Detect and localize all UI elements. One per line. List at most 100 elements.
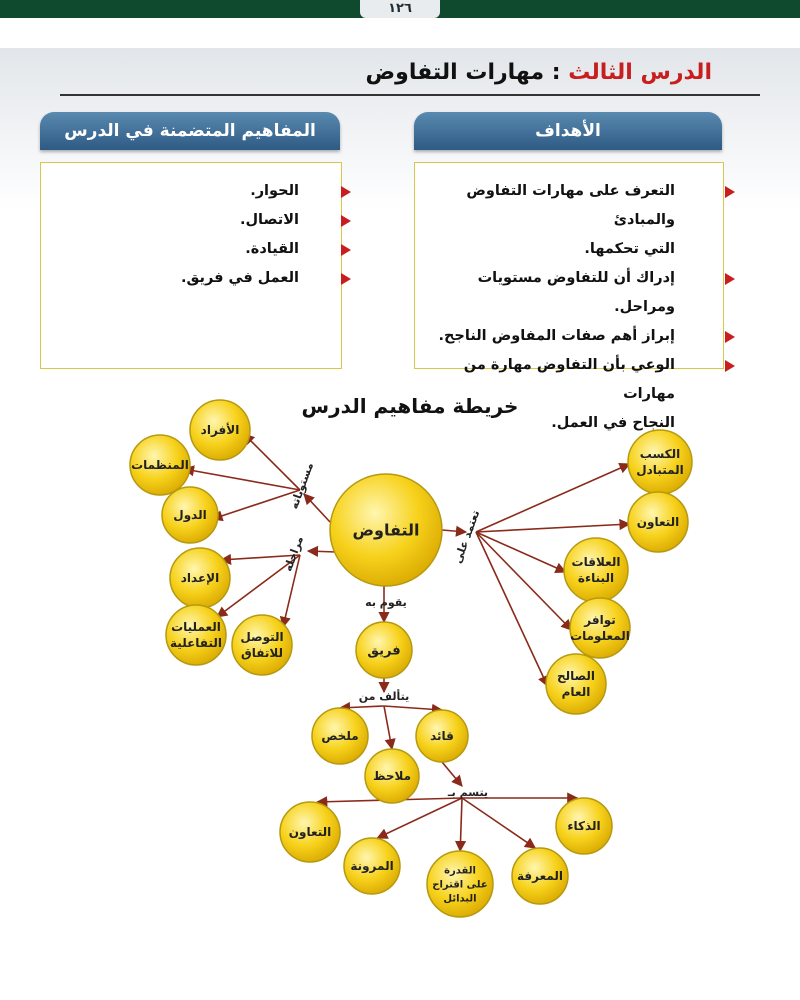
- edge-stage-0: [219, 553, 301, 565]
- node-trait-1-circle: [343, 837, 401, 895]
- edge-level-1: [182, 465, 301, 491]
- node-negotiation-circle: [329, 473, 443, 587]
- node-stage-0: الإعداد: [169, 547, 231, 609]
- red-triangle-icon: [725, 273, 735, 285]
- objective-item: إدراك أن للتفاوض مستويات ومراحل.: [415, 264, 735, 322]
- node-member-0: ملخص: [311, 707, 369, 765]
- concept-item: الحوار.: [41, 177, 351, 206]
- node-member-2: قائد: [415, 709, 469, 763]
- node-level-0: الأفراد: [189, 399, 251, 461]
- edge-member-2: [383, 703, 444, 715]
- node-level-1-text: المنظمات: [131, 458, 189, 472]
- concept-item: العمل في فريق.: [41, 264, 351, 293]
- node-trait-3-circle: [511, 847, 569, 905]
- node-depends-1-circle: [627, 491, 689, 553]
- red-triangle-icon: [341, 273, 351, 285]
- node-negotiation-text: التفاوض: [352, 521, 419, 540]
- node-level-1: المنظمات: [129, 434, 191, 496]
- node-trait-4-circle: [555, 797, 613, 855]
- node-depends-2-circle: [563, 537, 629, 603]
- node-trait-3-text: المعرفة: [517, 869, 563, 883]
- node-team-text: فريق: [367, 644, 400, 659]
- concepts-box: الحوار. الاتصال. القيادة. العمل في فريق.: [40, 162, 351, 369]
- concepts-list: الحوار. الاتصال. القيادة. العمل في فريق.: [41, 163, 351, 293]
- edge-center-levels: [303, 493, 331, 523]
- node-depends-4-circle: [545, 653, 607, 715]
- lesson-prefix: الدرس الثالث: [568, 60, 712, 85]
- edge-center-stages: [306, 545, 337, 557]
- label-consists-of: يتألف من: [359, 689, 410, 703]
- edge-depends-3: [475, 531, 573, 631]
- concept-item: الاتصال.: [41, 206, 351, 235]
- node-level-1-circle: [129, 434, 191, 496]
- edge-depends-4: [475, 531, 549, 688]
- red-triangle-icon: [341, 215, 351, 227]
- node-trait-0-text: التعاون: [289, 825, 332, 840]
- page-number: ١٢٦: [360, 0, 440, 18]
- objectives-tab: الأهداف: [414, 112, 722, 150]
- label-stages: مراحله: [281, 534, 306, 573]
- label-performed-by: يقوم به: [365, 596, 407, 609]
- edge-depends-1: [475, 518, 631, 533]
- concept-map-edges: [182, 433, 631, 853]
- node-level-2-text: الدول: [173, 508, 206, 523]
- edge-depends-2: [475, 531, 567, 574]
- node-trait-2-circle: [426, 850, 494, 918]
- edge-depends-0: [475, 462, 631, 533]
- node-trait-1-text: المرونة: [350, 859, 393, 874]
- red-triangle-icon: [725, 360, 735, 372]
- concept-map-title: خريطة مفاهيم الدرس: [301, 394, 519, 418]
- node-level-2-circle: [161, 486, 219, 544]
- node-trait-0-circle: [279, 801, 341, 863]
- node-stage-0-text: الإعداد: [181, 571, 219, 585]
- node-negotiation: التفاوض: [329, 473, 443, 587]
- edge-trait-1: [376, 797, 463, 839]
- node-team: فريق: [355, 621, 413, 679]
- edge-leader-traits: [441, 761, 463, 787]
- edge-stage-1: [216, 554, 301, 618]
- concepts-tab: المفاهيم المتضمنة في الدرس: [40, 112, 340, 150]
- node-depends-1-text: التعاون: [637, 515, 680, 530]
- node-member-2-text: قائد: [430, 729, 454, 743]
- node-level-2: الدول: [161, 486, 219, 544]
- node-depends-0-circle: [627, 429, 693, 495]
- edge-level-0: [243, 433, 301, 491]
- edge-trait-2: [454, 797, 467, 853]
- edge-trait-3: [461, 797, 537, 849]
- lesson-title: الدرس الثالث : مهارات التفاوض: [366, 60, 712, 85]
- edge-level-2: [211, 489, 301, 522]
- red-triangle-icon: [341, 244, 351, 256]
- node-trait-4: الذكاء: [555, 797, 613, 855]
- lesson-name: مهارات التفاوض: [365, 60, 545, 85]
- red-triangle-icon: [341, 186, 351, 198]
- node-trait-3: المعرفة: [511, 847, 569, 905]
- node-member-1-text: ملاحظ: [373, 769, 411, 783]
- node-depends-1: التعاون: [627, 491, 689, 553]
- edge-stage-2: [279, 554, 301, 629]
- node-member-1: ملاحظ: [364, 748, 420, 804]
- label-characterized-by: يتسم بـ: [447, 786, 488, 799]
- node-trait-4-text: الذكاء: [567, 819, 600, 833]
- node-member-1-circle: [364, 748, 420, 804]
- node-member-0-text: ملخص: [321, 729, 358, 743]
- node-member-0-circle: [311, 707, 369, 765]
- node-trait-0: التعاون: [279, 801, 341, 863]
- lesson-separator: :: [544, 60, 569, 85]
- node-stage-2-circle: [231, 614, 293, 676]
